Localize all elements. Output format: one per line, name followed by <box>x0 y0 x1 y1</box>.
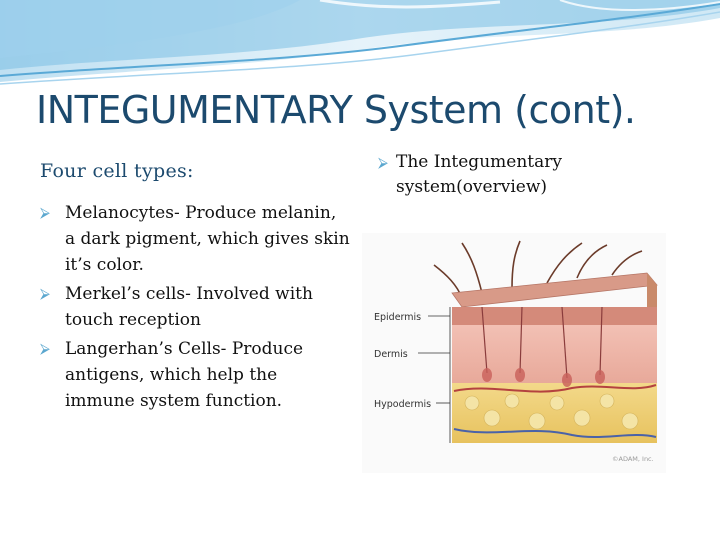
arrow-right-icon: ⮚ <box>378 155 388 171</box>
right-column: ⮚ The Integumentary system(overview) <box>378 150 678 200</box>
overview-heading: ⮚ The Integumentary system(overview) <box>378 150 678 200</box>
label-epidermis: Epidermis <box>374 312 421 323</box>
skin-layers-diagram: Epidermis Dermis Hypodermis ©ADAM, Inc. <box>362 233 666 473</box>
bullet-text: Merkel’s cells- Involved with touch rece… <box>65 284 313 330</box>
list-item: ⮚ Merkel’s cells- Involved with touch re… <box>40 281 350 333</box>
cell-type-list: ⮚ Melanocytes- Produce melanin, a dark p… <box>40 200 350 414</box>
figure-credit: ©ADAM, Inc. <box>612 455 654 463</box>
bullet-text: Langerhan’s Cells- Produce antigens, whi… <box>65 339 304 411</box>
cell-types-heading: Four cell types: <box>40 160 194 182</box>
bullet-text: Melanocytes- Produce melanin, a dark pig… <box>65 203 350 275</box>
overview-heading-text: The Integumentary system(overview) <box>396 152 562 197</box>
label-dermis: Dermis <box>374 349 408 360</box>
header-wave-banner <box>0 0 720 85</box>
arrow-right-icon: ⮚ <box>40 286 50 302</box>
slide-title: INTEGUMENTARY System (cont). <box>36 88 636 132</box>
hypodermis-layer <box>452 383 657 443</box>
arrow-right-icon: ⮚ <box>40 341 50 357</box>
list-item: ⮚ Melanocytes- Produce melanin, a dark p… <box>40 200 350 278</box>
arrow-right-icon: ⮚ <box>40 205 50 221</box>
list-item: ⮚ Langerhan’s Cells- Produce antigens, w… <box>40 336 350 414</box>
label-hypodermis: Hypodermis <box>374 399 431 410</box>
epidermis-layer <box>452 307 657 325</box>
left-column: Four cell types: ⮚ Melanocytes- Produce … <box>40 160 350 417</box>
